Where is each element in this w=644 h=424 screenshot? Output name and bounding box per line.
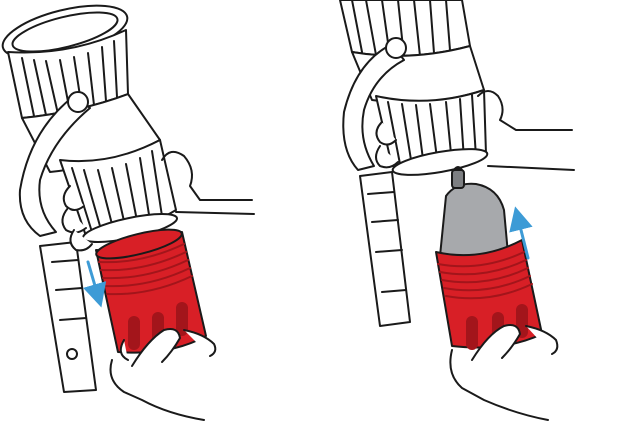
device-neck-right	[375, 89, 489, 176]
device-latch-left	[39, 241, 97, 393]
arrow-down-icon	[83, 260, 107, 308]
arrow-up-icon	[509, 206, 533, 260]
device-neck-left	[59, 139, 178, 243]
device-upper-body-right	[339, 0, 471, 58]
hand-right-right-panel	[375, 90, 575, 171]
device-latch-right	[359, 171, 411, 327]
hand-right-left-panel	[61, 150, 255, 252]
device-handle-right	[342, 37, 407, 171]
panel-right	[339, 0, 575, 421]
hand-left-right-panel	[449, 324, 559, 421]
gray-canister-right	[439, 166, 509, 262]
red-cup-left	[95, 228, 207, 354]
hand-left-left-panel	[109, 328, 217, 421]
device-handle-left	[18, 91, 91, 237]
panel-left	[1, 4, 255, 421]
device-upper-body-left	[7, 29, 129, 119]
